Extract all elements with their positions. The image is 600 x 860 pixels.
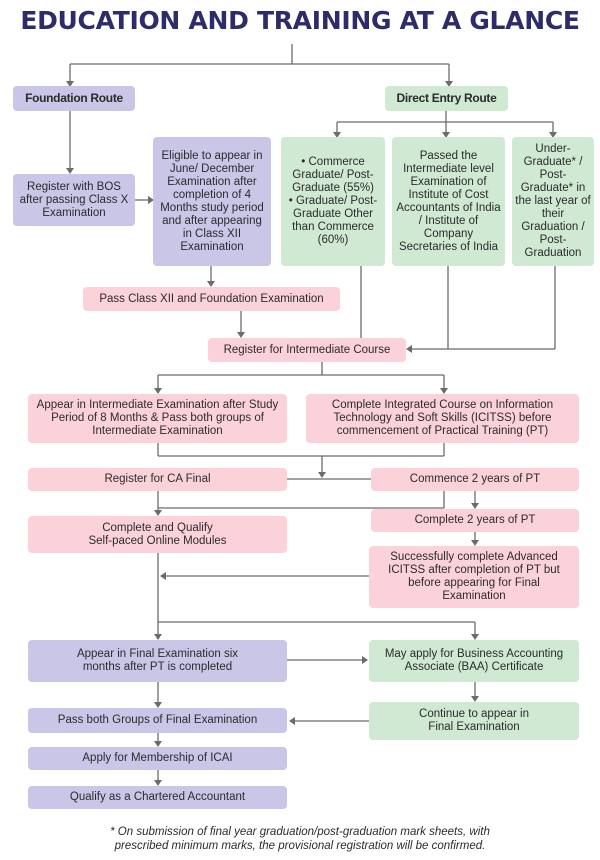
commence-pt-node: Commence 2 years of PT: [371, 468, 579, 491]
online-modules-line1: Complete and Qualify: [102, 521, 213, 534]
arrowhead: [66, 168, 74, 174]
page-title: EDUCATION AND TRAINING AT A GLANCE: [20, 6, 580, 35]
arrowhead: [207, 281, 215, 287]
arrowhead: [66, 81, 74, 87]
advanced-icitss-node: Successfully complete Advanced ICITSS af…: [369, 546, 579, 608]
arrowhead: [154, 780, 162, 786]
arrowhead: [154, 702, 162, 708]
appear-final-node: Appear in Final Examination six months a…: [28, 640, 287, 682]
arrowhead: [440, 388, 448, 394]
arrowhead: [471, 540, 479, 546]
online-modules-node: Complete and Qualify Self-paced Online M…: [28, 516, 287, 553]
arrowhead: [318, 472, 326, 478]
arrowhead: [154, 741, 162, 747]
arrowhead: [471, 503, 479, 509]
arrowhead: [406, 345, 412, 353]
continue-final-node: Continue to appear in Final Examination: [369, 702, 579, 740]
commerce-graduate-node: • Commerce Graduate/ Post-Graduate (55%)…: [281, 137, 385, 266]
direct-entry-route-label: Direct Entry Route: [385, 86, 508, 111]
register-bos-node: Register with BOS after passing Class X …: [13, 174, 135, 226]
arrowhead: [362, 656, 368, 664]
arrowhead: [549, 132, 557, 138]
online-modules-line2: Self-paced Online Modules: [88, 534, 227, 547]
pass-class12-foundation-node: Pass Class XII and Foundation Examinatio…: [83, 287, 340, 311]
footnote-line2: prescribed minimum marks, the provisiona…: [114, 840, 486, 852]
footnote: * On submission of final year graduation…: [0, 825, 600, 853]
register-ca-final-node: Register for CA Final: [28, 468, 287, 491]
arrowhead: [154, 388, 162, 394]
arrowhead: [148, 196, 154, 204]
complete-pt-node: Complete 2 years of PT: [371, 509, 579, 532]
arrowhead: [154, 634, 162, 640]
baa-certificate-node: May apply for Business Accounting Associ…: [369, 640, 579, 682]
arrowhead: [471, 634, 479, 640]
arrowhead: [442, 132, 450, 138]
arrowhead: [289, 717, 295, 725]
foundation-route-label: Foundation Route: [13, 86, 135, 111]
undergraduate-last-year-node: Under-Graduate* / Post-Graduate* in the …: [512, 137, 594, 266]
register-intermediate-node: Register for Intermediate Course: [208, 338, 406, 362]
continue-final-line2: Final Examination: [428, 721, 520, 733]
qualify-ca-node: Qualify as a Chartered Accountant: [28, 786, 287, 809]
arrowhead: [445, 81, 453, 87]
pass-final-node: Pass both Groups of Final Examination: [28, 708, 287, 733]
apply-membership-node: Apply for Membership of ICAI: [28, 747, 287, 770]
arrowhead: [237, 332, 245, 338]
footnote-line1: * On submission of final year graduation…: [110, 826, 490, 838]
complete-icitss-node: Complete Integrated Course on Informatio…: [306, 394, 579, 443]
arrowhead: [160, 572, 166, 580]
passed-intermediate-other-institute-node: Passed the Intermediate level Examinatio…: [392, 137, 505, 266]
arrowhead: [471, 696, 479, 702]
arrowhead: [333, 132, 341, 138]
eligible-june-december-node: Eligible to appear in June/ December Exa…: [153, 137, 271, 266]
continue-final-line1: Continue to appear in: [419, 708, 529, 720]
appear-intermediate-node: Appear in Intermediate Examination after…: [28, 394, 287, 443]
other-graduate-criterion: • Graduate/ Post-Graduate Other than Com…: [288, 195, 378, 246]
commerce-graduate-criterion: • Commerce Graduate/ Post-Graduate (55%): [292, 156, 374, 194]
arrowhead: [154, 510, 162, 516]
